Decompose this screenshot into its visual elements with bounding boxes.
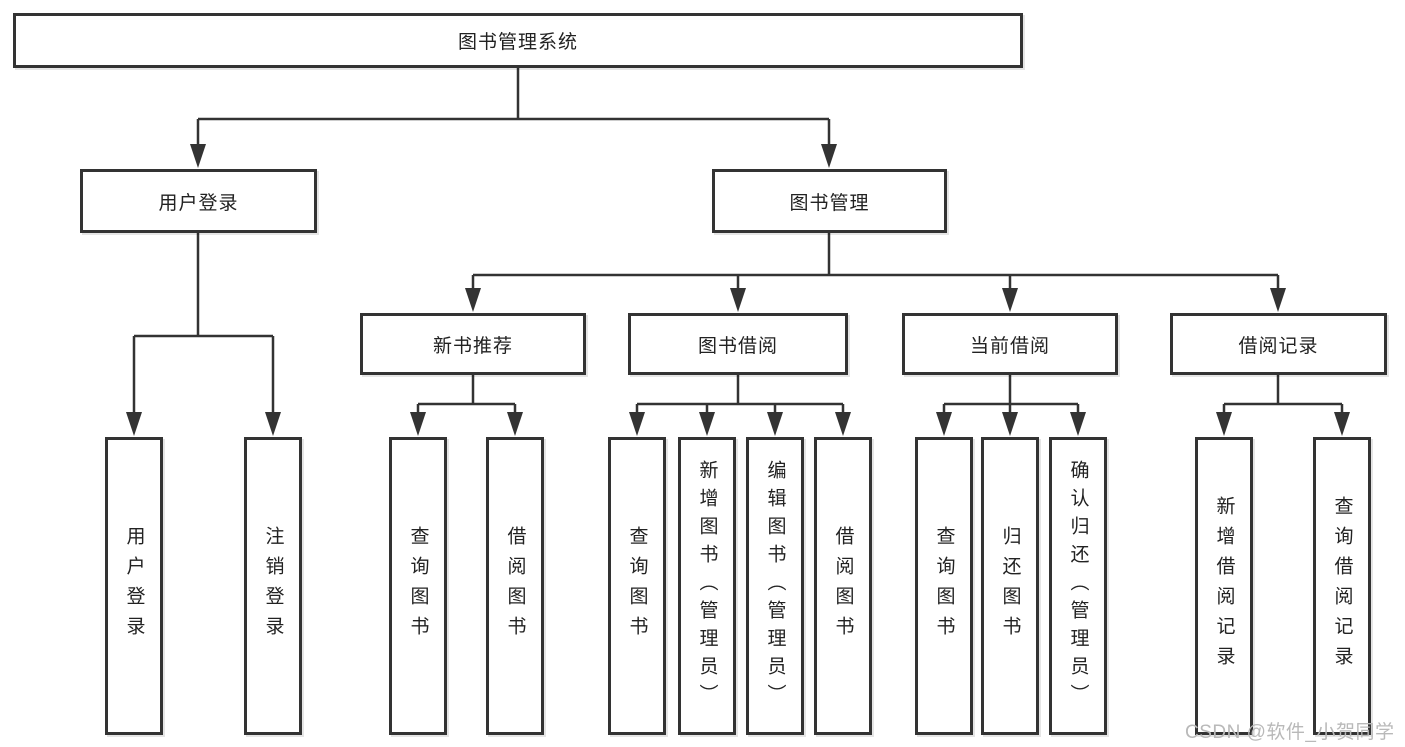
arrow-down-icon [126,412,142,436]
node-label: 用户登录 [123,526,145,646]
node-feature-add-borrow-record: 新增借阅记录 [1195,437,1253,735]
node-label: 新增图书（管理员） [696,460,718,712]
node-label: 借阅记录 [1238,335,1319,357]
arrow-down-icon [507,412,523,436]
node-label: 借阅图书 [504,526,526,646]
arrow-down-icon [1334,412,1350,436]
arrow-down-icon [629,412,645,436]
node-label: 查询图书 [933,526,955,646]
node-user-login-module: 用户登录 [80,169,317,233]
arrow-down-icon [1002,412,1018,436]
node-current-borrow: 当前借阅 [902,313,1118,375]
node-label: 图书管理 [789,192,870,214]
node-feature-borrow-books-1: 借阅图书 [486,437,544,735]
node-label: 查询借阅记录 [1331,496,1353,676]
node-feature-query-books-1: 查询图书 [389,437,447,735]
node-label: 图书借阅 [697,335,778,357]
node-feature-query-borrow-record: 查询借阅记录 [1313,437,1371,735]
arrow-down-icon [936,412,952,436]
node-feature-query-books-3: 查询图书 [915,437,973,735]
arrow-down-icon [767,412,783,436]
node-feature-query-books-2: 查询图书 [608,437,666,735]
node-label: 当前借阅 [969,335,1050,357]
arrow-down-icon [1002,288,1018,312]
arrow-down-icon [410,412,426,436]
node-feature-return-books: 归还图书 [981,437,1039,735]
arrow-down-icon [1216,412,1232,436]
arrow-down-icon [465,288,481,312]
node-feature-user-login: 用户登录 [105,437,163,735]
connector-userlogin-to-children [132,233,275,416]
arrow-down-icon [190,144,206,168]
node-label: 查询图书 [626,526,648,646]
node-label: 确认归还（管理员） [1067,460,1089,712]
connector-root-to-level2 [196,68,831,148]
node-feature-borrow-books-2: 借阅图书 [814,437,872,735]
connector-bookmgmt-to-level3 [471,233,1280,293]
node-label: 借阅图书 [832,526,854,646]
arrow-down-icon [1270,288,1286,312]
node-label: 图书管理系统 [457,32,578,53]
arrow-down-icon [265,412,281,436]
arrow-down-icon [821,144,837,168]
connector-borrow-to-children [635,375,845,418]
arrow-down-icon [835,412,851,436]
node-label: 注销登录 [262,526,284,646]
node-borrow-records: 借阅记录 [1170,313,1387,375]
node-system-root: 图书管理系统 [13,13,1023,68]
node-feature-add-books-admin: 新增图书（管理员） [678,437,736,735]
node-label: 编辑图书（管理员） [764,460,786,712]
node-label: 归还图书 [999,526,1021,646]
node-label: 新书推荐 [432,335,513,357]
node-feature-edit-books-admin: 编辑图书（管理员） [746,437,804,735]
node-book-borrow: 图书借阅 [628,313,848,375]
csdn-watermark: CSDN @软件_小贺同学 [1185,722,1395,743]
arrow-down-icon [1070,412,1086,436]
connector-newbooks-to-children [416,375,517,418]
node-label: 用户登录 [158,192,239,214]
connector-current-to-children [942,375,1080,418]
node-book-management-module: 图书管理 [712,169,947,233]
arrow-down-icon [699,412,715,436]
node-label: 查询图书 [407,526,429,646]
arrow-down-icon [730,288,746,312]
node-new-book-recommend: 新书推荐 [360,313,586,375]
node-feature-confirm-return-admin: 确认归还（管理员） [1049,437,1107,735]
node-feature-logout: 注销登录 [244,437,302,735]
connector-records-to-children [1222,375,1344,418]
node-label: 新增借阅记录 [1213,496,1235,676]
